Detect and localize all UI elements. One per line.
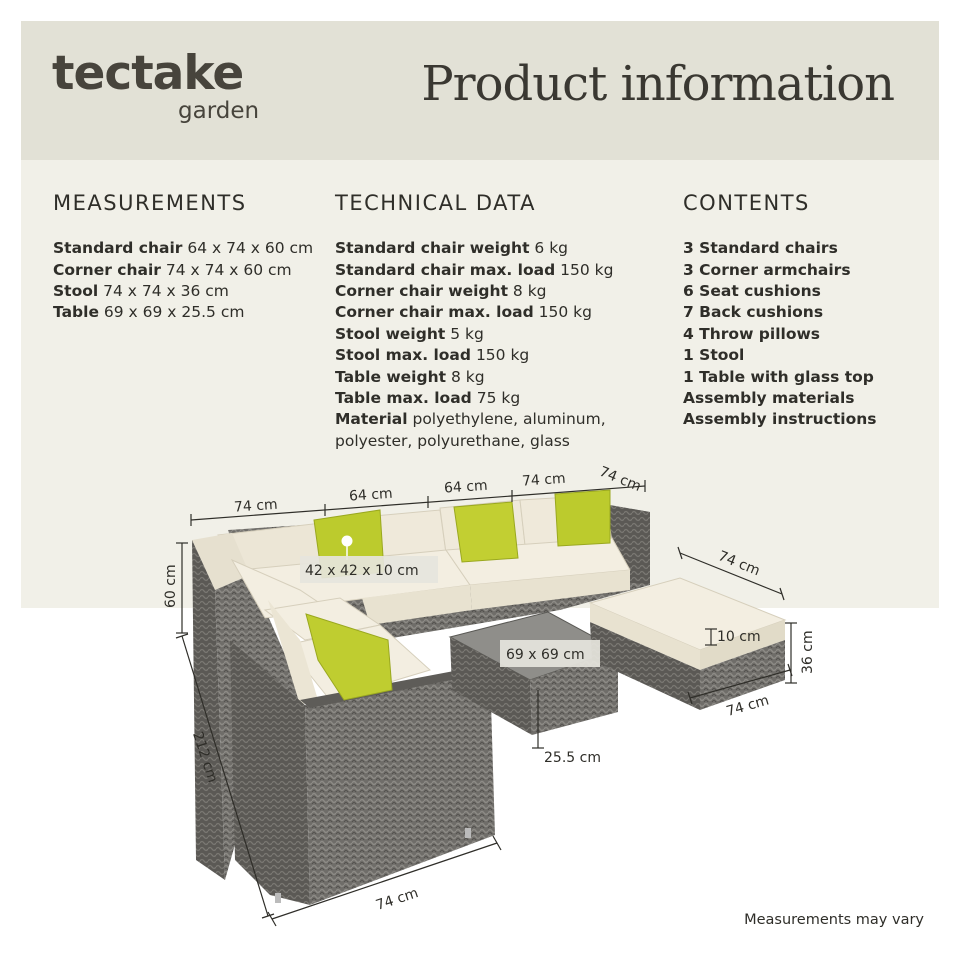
technical-row: Corner chair weight 8 kg bbox=[335, 282, 547, 300]
contents-heading: CONTENTS bbox=[683, 191, 810, 215]
dim-stool-top: 74 cm bbox=[716, 548, 762, 579]
technical-row: Standard chair max. load 150 kg bbox=[335, 260, 614, 279]
measurements-column: MEASUREMENTS Standard chair 64 x 74 x 60… bbox=[53, 191, 313, 324]
technical-row: Corner chair max. load 150 kg bbox=[335, 303, 592, 322]
dim-top-2: 64 cm bbox=[349, 486, 394, 505]
technical-row: Stool max. load 150 kg bbox=[335, 346, 530, 365]
contents-item: 3 Corner armchairs bbox=[683, 260, 851, 279]
dim-top-1: 74 cm bbox=[234, 497, 279, 516]
contents-item: 4 Throw pillows bbox=[683, 324, 821, 343]
sofa-left-row bbox=[192, 533, 495, 905]
header-banner bbox=[21, 21, 939, 160]
contents-item: 1 Stool bbox=[683, 346, 745, 365]
measurement-row: Stool 74 x 74 x 36 cm bbox=[53, 282, 229, 300]
dim-top-4: 74 cm bbox=[522, 471, 567, 490]
footnote: Measurements may vary bbox=[744, 912, 924, 928]
dim-height: 60 cm bbox=[163, 564, 179, 608]
technical-row: Material polyethylene, aluminum, polyest… bbox=[335, 410, 606, 450]
measurements-heading: MEASUREMENTS bbox=[53, 191, 247, 215]
contents-item: Assembly materials bbox=[683, 389, 855, 408]
technical-column: TECHNICAL DATA Standard chair weight 6 k… bbox=[335, 191, 635, 452]
dimension-lines bbox=[175, 480, 797, 927]
dim-cushion: 42 x 42 x 10 cm bbox=[305, 563, 419, 579]
dim-table-height: 25.5 cm bbox=[544, 750, 601, 766]
dim-table: 69 x 69 cm bbox=[506, 647, 585, 663]
technical-row: Table weight 8 kg bbox=[335, 367, 485, 386]
technical-row: Table max. load 75 kg bbox=[335, 389, 521, 408]
measurement-row: Standard chair 64 x 74 x 60 cm bbox=[53, 239, 314, 258]
contents-item: 6 Seat cushions bbox=[683, 282, 821, 300]
contents-item: 7 Back cushions bbox=[683, 303, 824, 322]
technical-heading: TECHNICAL DATA bbox=[335, 191, 536, 215]
dim-stool-height: 36 cm bbox=[800, 630, 816, 674]
dim-bottom: 74 cm bbox=[374, 885, 420, 914]
contents-column: CONTENTS 3 Standard chairs 3 Corner armc… bbox=[683, 191, 877, 431]
contents-item: Assembly instructions bbox=[683, 410, 877, 429]
measurement-row: Table 69 x 69 x 25.5 cm bbox=[53, 303, 245, 322]
technical-row: Standard chair weight 6 kg bbox=[335, 239, 569, 258]
table-label-box bbox=[500, 640, 600, 667]
brand-logo: tectake bbox=[52, 46, 244, 101]
stool bbox=[588, 577, 787, 710]
cushion-label-box bbox=[300, 556, 438, 583]
technical-row: Stool weight 5 kg bbox=[335, 324, 484, 343]
measurement-row: Corner chair 74 x 74 x 60 cm bbox=[53, 260, 292, 279]
contents-item: 1 Table with glass top bbox=[683, 367, 874, 386]
brand-sub: garden bbox=[178, 98, 260, 124]
dim-stool-cushion: 10 cm bbox=[717, 629, 761, 645]
dim-top-3: 64 cm bbox=[444, 478, 489, 497]
page-title: Product information bbox=[421, 56, 895, 112]
contents-item: 3 Standard chairs bbox=[683, 239, 838, 258]
